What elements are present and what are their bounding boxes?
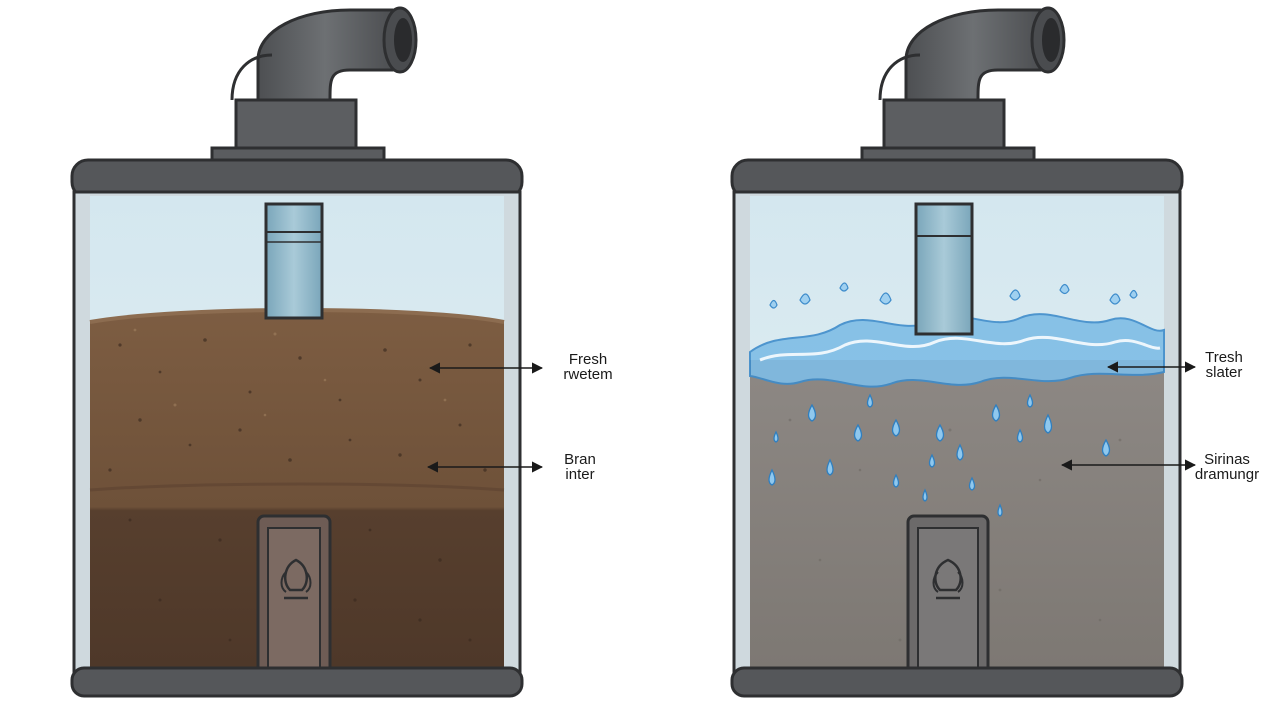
label-line: Tresh — [1205, 349, 1243, 366]
label-line: dramungr — [1194, 466, 1260, 483]
tank-left — [70, 6, 544, 698]
tank-base — [70, 666, 524, 698]
label-line: Bran — [564, 451, 596, 468]
sediment-fill — [750, 360, 1164, 668]
label-left-lower: Bran inter — [540, 452, 620, 482]
drain-valve-icon — [906, 514, 990, 678]
label-line: rwetem — [563, 366, 613, 383]
label-right-lower: Sirinas dramungr — [1184, 452, 1270, 482]
label-line: inter — [565, 466, 595, 483]
water-splash — [749, 278, 1165, 388]
label-right-upper: Tresh slater — [1186, 350, 1262, 380]
label-left-upper: Fresh rwetem — [548, 352, 628, 382]
inlet-pipe — [914, 202, 974, 336]
inlet-pipe — [264, 202, 324, 320]
soil-fill — [90, 310, 504, 668]
tank-base — [730, 666, 1184, 698]
water-drop-icon — [768, 393, 1111, 517]
elbow-pipe-icon — [210, 6, 418, 164]
label-line: Sirinas — [1204, 451, 1250, 468]
label-line: Fresh — [568, 351, 608, 368]
tank-right — [730, 6, 1197, 698]
elbow-pipe-icon — [860, 6, 1066, 164]
label-line: slater — [1205, 364, 1243, 381]
drain-valve-icon — [256, 514, 332, 678]
